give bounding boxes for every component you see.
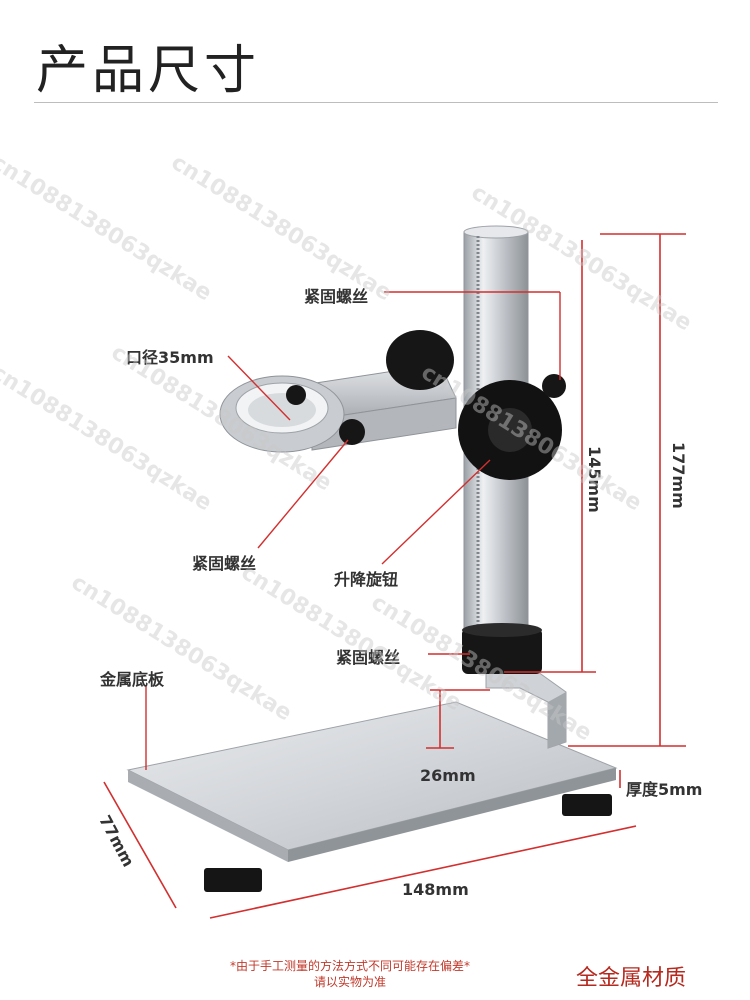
label-thickness: 厚度5mm — [626, 780, 703, 799]
ring-screw-knob — [339, 419, 365, 445]
label-dim-148: 148mm — [402, 880, 469, 899]
rubber-foot — [562, 794, 612, 816]
label-lift-knob: 升降旋钮 — [334, 570, 399, 589]
label-screw-top: 紧固螺丝 — [304, 287, 369, 306]
top-screw-knob — [542, 374, 566, 398]
lift-knob-assembly — [386, 330, 566, 480]
bottom-lock-collar — [462, 623, 542, 674]
holder-arm — [219, 363, 457, 453]
material-badge: 全金属材质 — [576, 966, 687, 991]
label-dim-177: 177mm — [669, 442, 688, 509]
dim-77-line — [103, 781, 177, 909]
label-screw-ring: 紧固螺丝 — [192, 554, 257, 573]
callout-leaders — [145, 291, 561, 770]
label-screw-bottom: 紧固螺丝 — [336, 648, 401, 667]
page-title: 产品尺寸 — [36, 41, 261, 101]
dim-148-line — [209, 825, 637, 919]
title-divider — [34, 102, 718, 103]
label-base-plate: 金属底板 — [100, 670, 165, 689]
metal-base-plate — [126, 701, 618, 892]
disclaimer-line-1: *由于手工测量的方法方式不同可能存在偏差* — [229, 959, 470, 973]
rubber-foot — [204, 868, 262, 892]
support-bracket — [485, 671, 567, 749]
label-aperture: 口径35mm — [126, 348, 214, 367]
dimension-lines — [103, 233, 686, 919]
label-dim-26: 26mm — [420, 766, 476, 785]
disclaimer-line-2: 请以实物为准 — [313, 975, 386, 989]
disclaimer-note: *由于手工测量的方法方式不同可能存在偏差* 请以实物为准 — [0, 958, 700, 990]
ring-screw-head — [286, 385, 306, 405]
